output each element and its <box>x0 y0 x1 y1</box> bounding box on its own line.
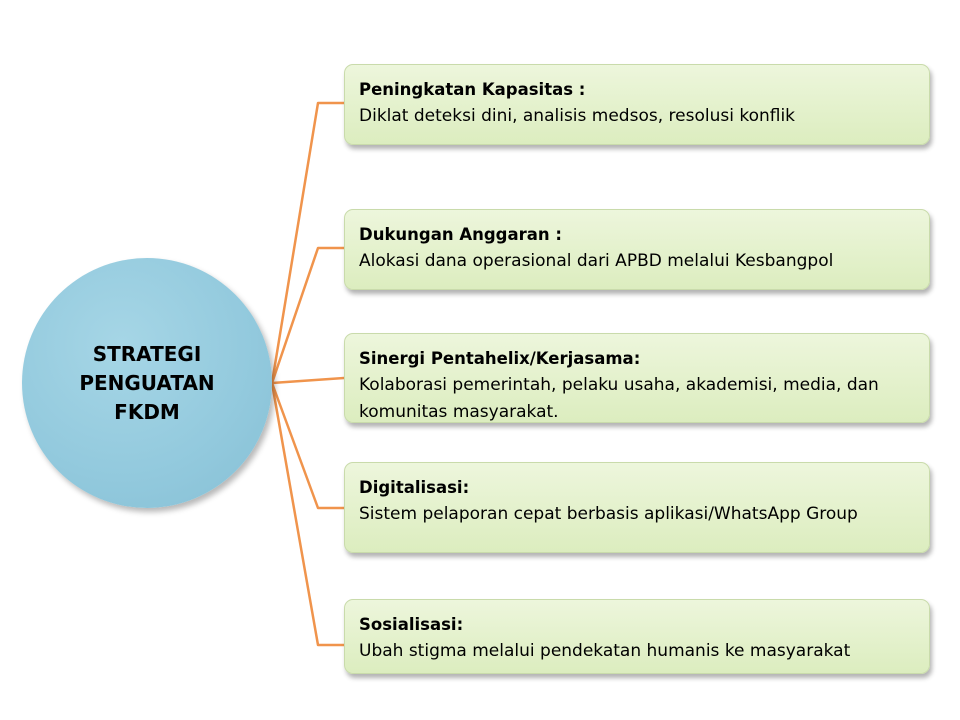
strategy-box-title: Peningkatan Kapasitas : <box>359 80 586 99</box>
strategy-box-budget-support: Dukungan Anggaran : Alokasi dana operasi… <box>344 209 930 290</box>
connector-line-1 <box>270 101 346 385</box>
strategy-box-title: Digitalisasi: <box>359 478 470 497</box>
connector-line-4 <box>270 381 346 510</box>
strategy-box-description: Kolaborasi pemerintah, pelaku usaha, aka… <box>359 375 879 422</box>
strategy-box-title: Sosialisasi: <box>359 615 464 634</box>
central-strategy-title: STRATEGI PENGUATAN FKDM <box>79 341 215 424</box>
strategy-box-description: Diklat deteksi dini, analisis medsos, re… <box>359 106 796 126</box>
strategy-box-description: Sistem pelaporan cepat berbasis aplikasi… <box>359 504 858 524</box>
strategy-box-pentahelix-synergy: Sinergi Pentahelix/Kerjasama: Kolaborasi… <box>344 333 930 423</box>
strategy-box-description: Alokasi dana operasional dari APBD melal… <box>359 251 834 271</box>
strategy-box-digitalization: Digitalisasi: Sistem pelaporan cepat ber… <box>344 462 930 553</box>
strategy-box-title: Sinergi Pentahelix/Kerjasama: <box>359 349 641 368</box>
central-strategy-circle: STRATEGI PENGUATAN FKDM <box>22 258 272 508</box>
connector-line-3 <box>270 376 346 385</box>
connector-line-5 <box>270 381 346 647</box>
strategy-box-capacity-building: Peningkatan Kapasitas : Diklat deteksi d… <box>344 64 930 145</box>
connector-line-2 <box>270 246 346 385</box>
strategy-box-description: Ubah stigma melalui pendekatan humanis k… <box>359 641 851 661</box>
strategy-box-title: Dukungan Anggaran : <box>359 225 562 244</box>
strategy-box-socialization: Sosialisasi: Ubah stigma melalui pendeka… <box>344 599 930 674</box>
